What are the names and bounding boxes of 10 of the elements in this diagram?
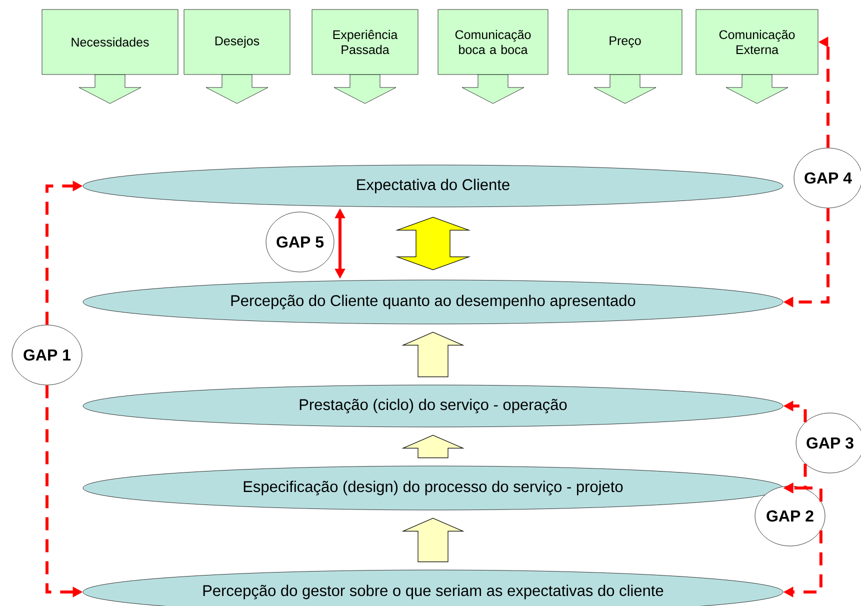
- arrow-callout-box: Comunicação Externa: [696, 9, 818, 104]
- arrow-callout-box: Experiência Passada: [312, 9, 418, 104]
- block-arrow: [395, 216, 471, 270]
- arrow-callout-box: Preço: [568, 9, 682, 104]
- block-arrow: [402, 518, 464, 562]
- arrow-callout-box: Comunicação boca a boca: [438, 9, 548, 104]
- arrow-callout-box: Necessidades: [42, 9, 178, 104]
- block-arrow: [402, 434, 464, 458]
- arrow-callout-box: Desejos: [184, 9, 290, 104]
- block-arrow: [402, 332, 464, 378]
